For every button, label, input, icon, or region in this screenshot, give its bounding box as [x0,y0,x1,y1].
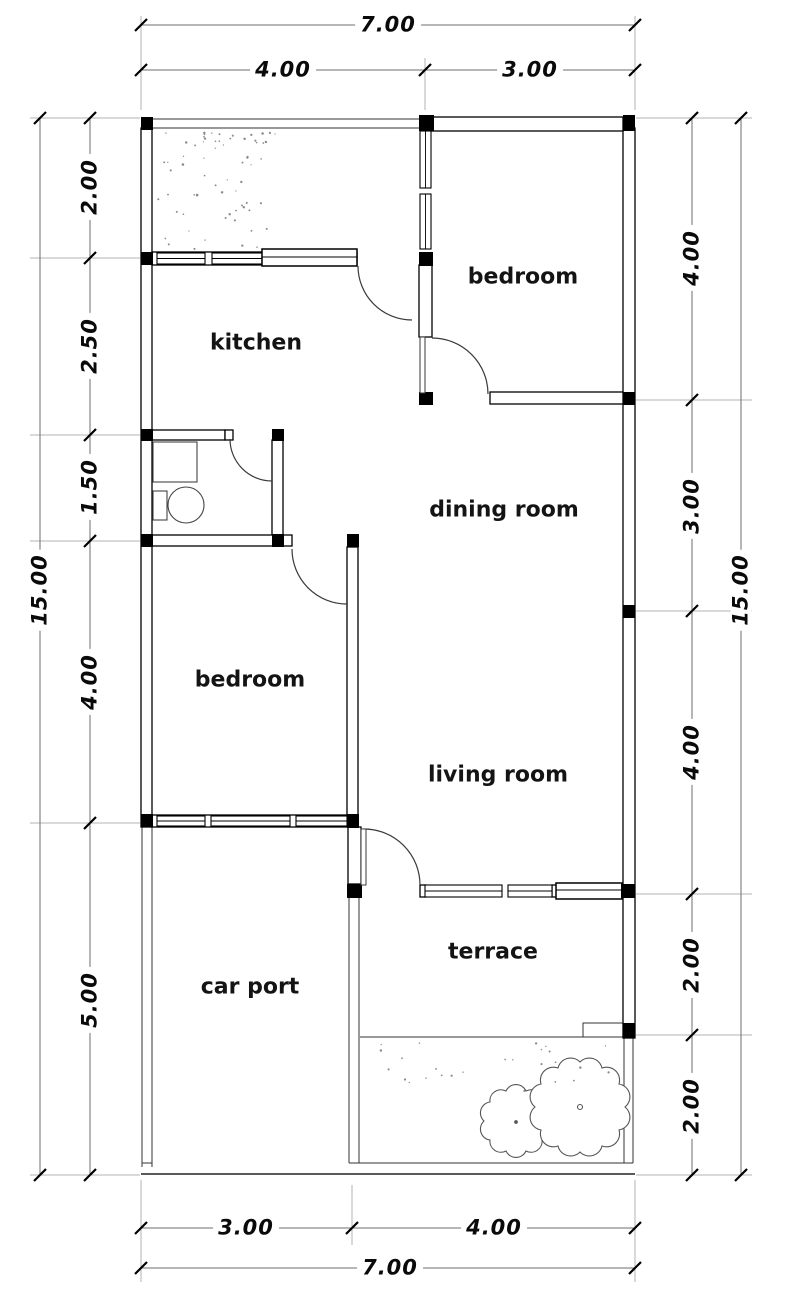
windows [156,130,623,900]
dim-right-seg-1: 4.00 [680,225,704,291]
terrace-step [582,1022,623,1037]
sink-counter [152,441,198,483]
living-door-leaf [360,828,367,886]
dim-left-seg-4: 4.00 [78,649,102,715]
toilet-tank [152,490,168,521]
garden-trees [479,1057,631,1158]
dim-left-seg-3: 1.50 [78,454,102,520]
dim-right-seg-3: 4.00 [680,719,704,785]
dim-right-seg-4: 2.00 [680,932,704,998]
dim-bottom-seg-1: 3.00 [213,1217,279,1239]
kitchen-door-arc [357,265,413,321]
room-label-kitchen: kitchen [210,330,302,356]
room-label-car-port: car port [200,974,300,1000]
bedroom-top-door-arc [431,337,489,395]
bedroom-left-door-arc [291,548,348,605]
dim-left-seg-2: 2.50 [78,313,102,379]
bathroom-door-arc [229,438,273,482]
columns [141,115,635,1038]
toilet-bowl [167,486,205,524]
room-label-bedroom-top: bedroom [467,264,579,290]
room-label-living-room: living room [427,762,569,788]
dim-left-seg-1: 2.00 [78,154,102,220]
room-label-dining-room: dining room [429,497,579,523]
extension-lines [30,16,752,1282]
room-label-bedroom-left: bedroom [194,667,306,693]
dim-top-overall: 7.00 [355,14,421,36]
room-label-terrace: terrace [448,939,538,965]
doors [229,265,489,886]
tree-large-center [576,1103,584,1111]
dim-right-seg-5: 2.00 [680,1073,704,1139]
speckles-garden [379,1042,610,1092]
tick-marks [33,18,748,1275]
speckles-entry [157,131,276,250]
dim-left-seg-5: 5.00 [78,967,102,1033]
bedroom-top-door-leaf [419,336,426,394]
dim-left-overall: 15.00 [28,549,52,631]
dim-bottom-seg-2: 4.00 [461,1217,527,1239]
tree-large-icon [529,1057,631,1157]
dim-right-seg-2: 3.00 [680,473,704,539]
dim-right-overall: 15.00 [729,549,753,631]
living-door-arc [363,828,421,886]
bathroom-fixtures [152,441,205,524]
site-lines [141,118,635,1175]
dim-top-seg-2: 3.00 [497,59,563,81]
dim-top-seg-1: 4.00 [250,59,316,81]
dim-bottom-overall: 7.00 [357,1257,423,1279]
tree-small-center [514,1120,518,1124]
